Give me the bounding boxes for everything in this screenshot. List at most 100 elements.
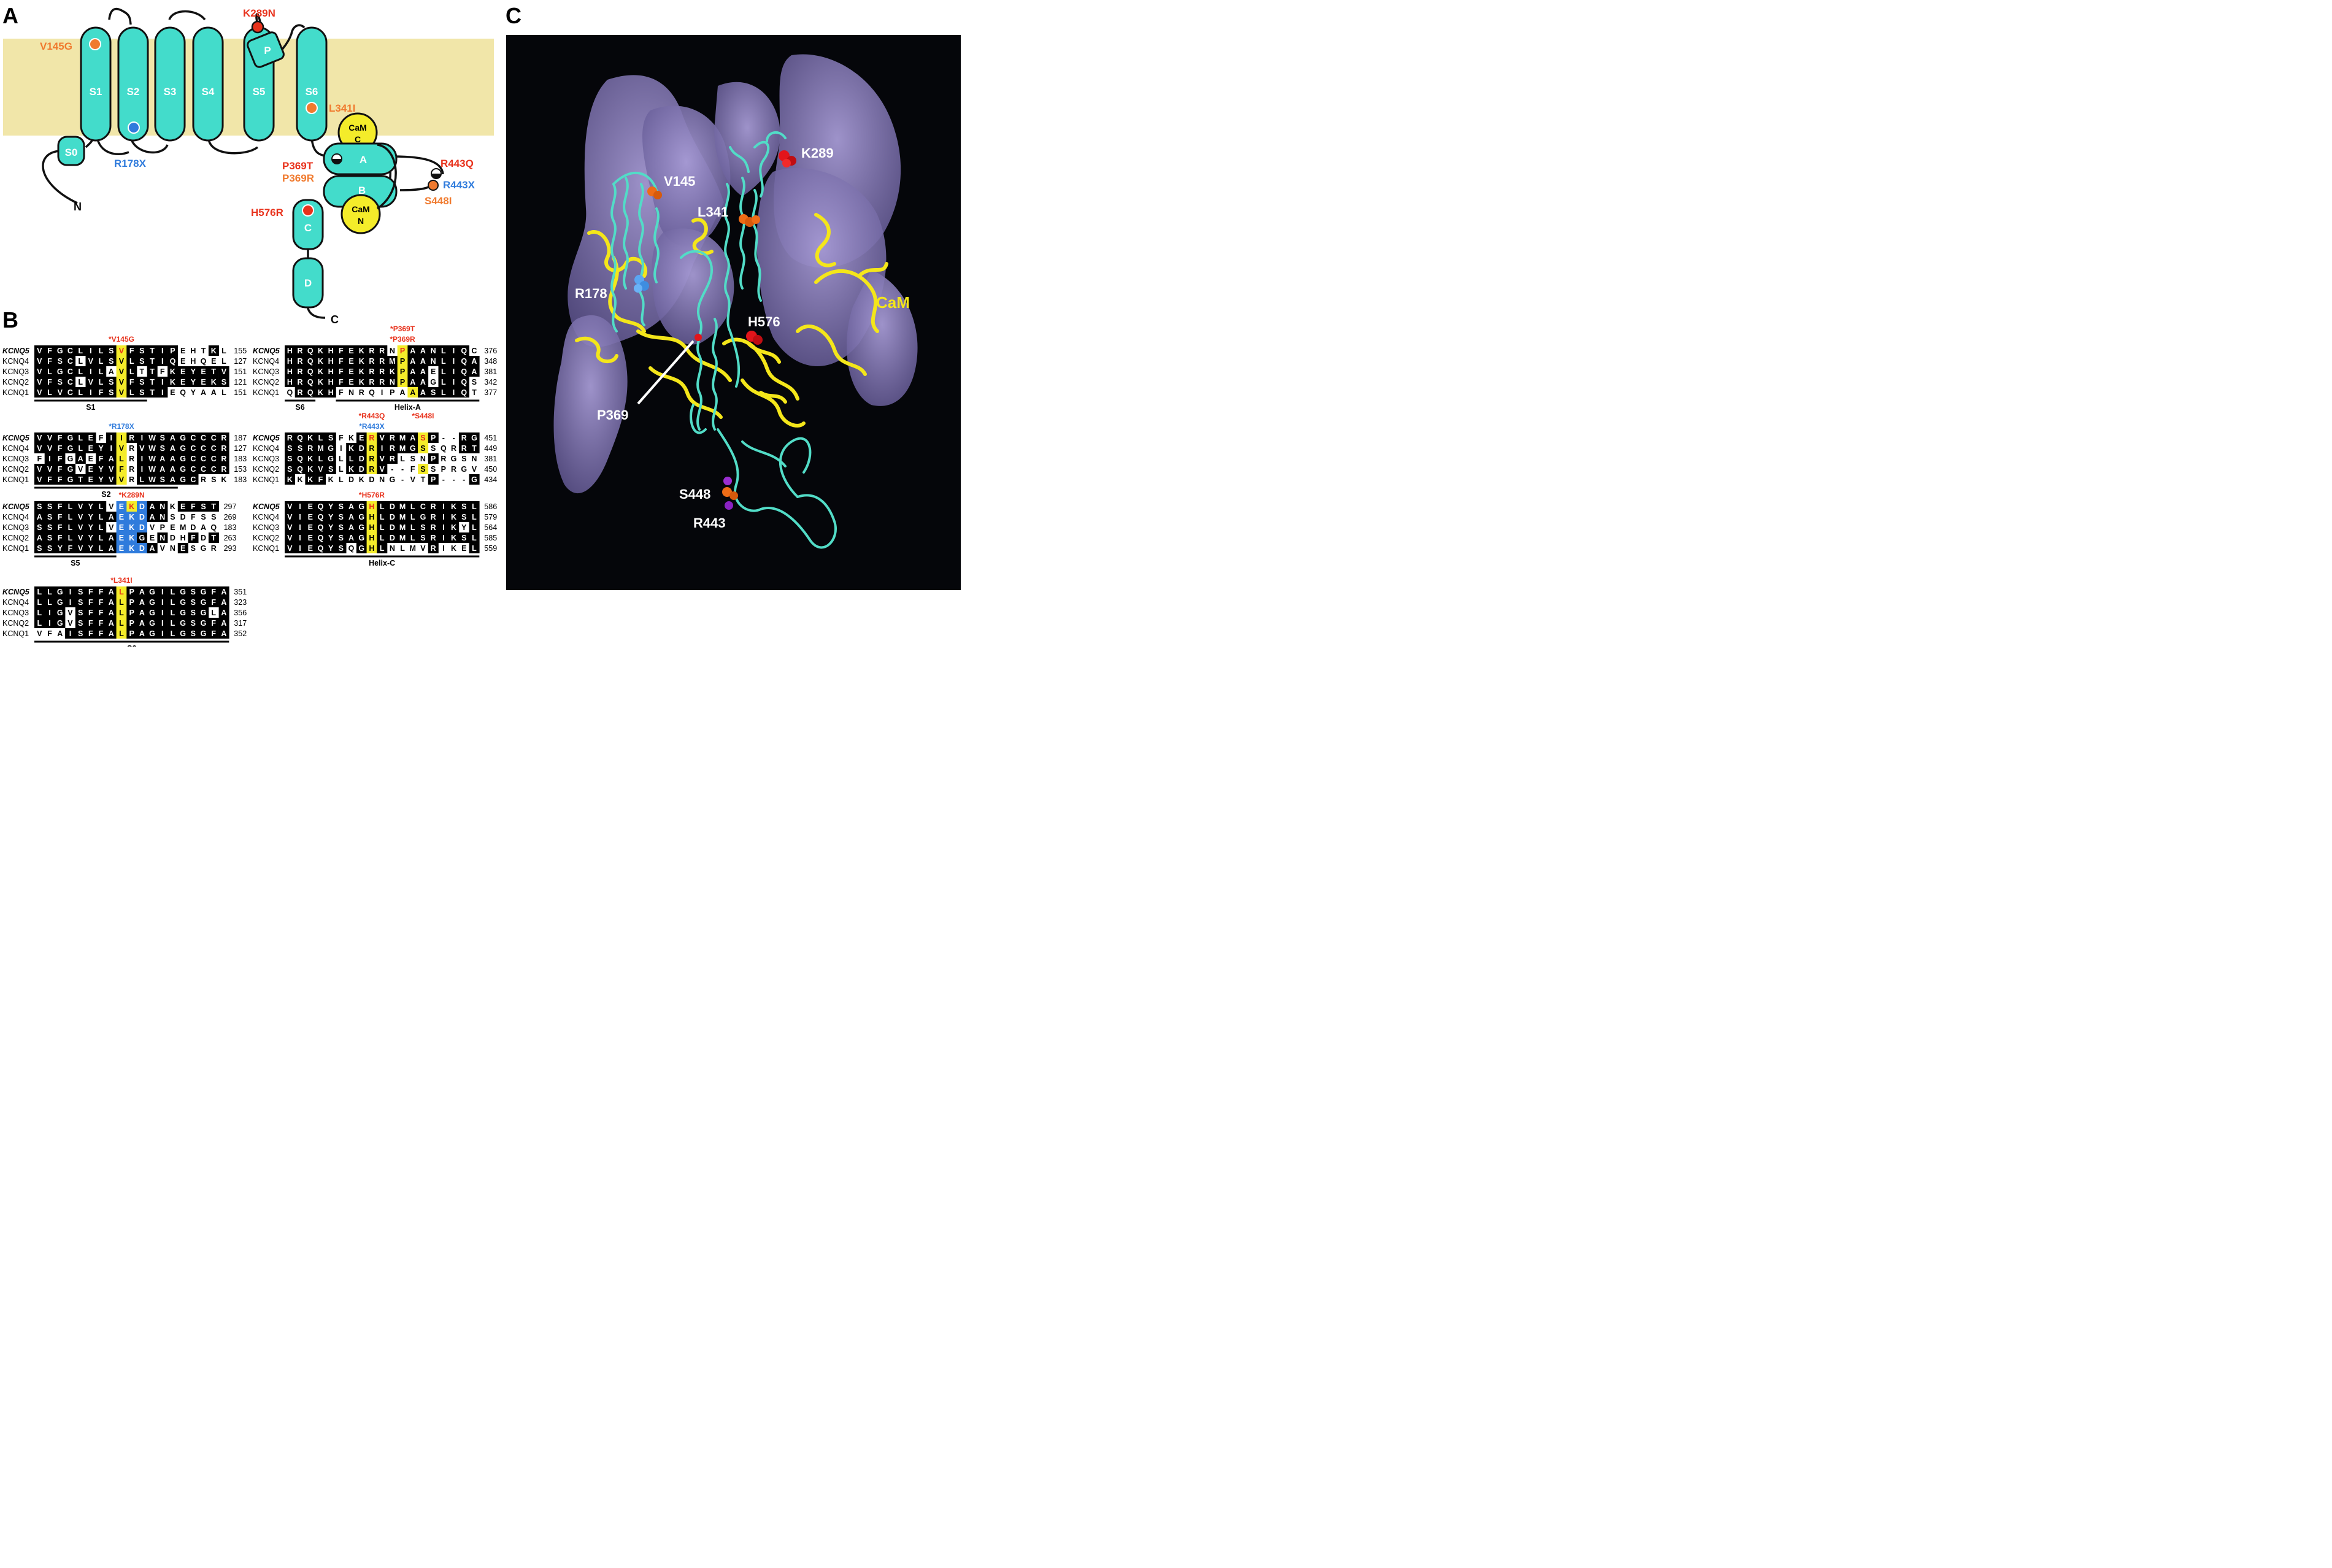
residue: S <box>287 444 292 453</box>
residue: S <box>431 444 436 453</box>
residue: A <box>201 388 206 397</box>
residue: L <box>99 378 104 386</box>
residue: G <box>410 444 416 453</box>
residue: L <box>140 475 145 484</box>
residue: A <box>170 465 175 474</box>
residue: E <box>308 523 313 532</box>
residue-cell <box>188 501 199 512</box>
residue: D <box>170 534 175 542</box>
residue-cell <box>137 387 147 398</box>
residue: K <box>359 367 364 376</box>
residue: M <box>399 523 406 532</box>
helix-s5-label: S5 <box>253 86 266 98</box>
residue: Y <box>98 465 104 474</box>
residue: Q <box>318 523 324 532</box>
residue: - <box>463 475 465 484</box>
residue: K <box>318 357 323 366</box>
residue: S <box>420 444 425 453</box>
segment-label: S6 <box>127 644 136 647</box>
residue-cell <box>65 474 76 485</box>
residue: G <box>180 598 186 607</box>
residue: E <box>348 378 353 386</box>
residue: E <box>88 465 93 474</box>
residue: F <box>211 598 216 607</box>
residue: E <box>180 357 185 366</box>
residue: Y <box>98 475 104 484</box>
residue: - <box>452 475 455 484</box>
cam-linker <box>377 144 397 210</box>
residue: L <box>47 588 52 596</box>
residue: I <box>453 357 455 366</box>
residue: C <box>67 357 73 366</box>
residue: A <box>78 455 83 463</box>
residue-cell <box>325 377 336 387</box>
residue: R <box>298 347 303 355</box>
helix-s2 <box>117 26 149 142</box>
residue: Y <box>88 544 94 553</box>
residue-cell <box>116 522 127 532</box>
residue: K <box>359 378 364 386</box>
residue-cell <box>428 387 439 398</box>
residue-cell <box>44 618 55 628</box>
residue: L <box>380 534 385 542</box>
residue: A <box>471 367 477 376</box>
residue: S <box>58 357 63 366</box>
residue-cell <box>208 345 219 356</box>
residue-cell <box>448 377 460 387</box>
residue: F <box>37 455 42 463</box>
residue-cell <box>85 387 96 398</box>
residue: G <box>57 367 63 376</box>
residue: V <box>139 444 145 453</box>
residue: P <box>160 523 165 532</box>
residue-cell <box>85 543 96 553</box>
residue: S <box>201 502 206 511</box>
panel-a-topology: A S0 <box>2 3 494 326</box>
residue-cell <box>315 356 326 366</box>
residue-cell <box>34 377 45 387</box>
residue: L <box>441 367 446 376</box>
residue: R <box>431 523 436 532</box>
residue: F <box>339 434 344 442</box>
residue-cell <box>377 453 388 464</box>
sequence-name: KCNQ4 <box>2 513 29 521</box>
residue-cell <box>356 453 367 464</box>
residue: K <box>359 347 364 355</box>
residue-cell <box>305 501 316 512</box>
residue: Q <box>287 388 293 397</box>
residue: S <box>287 465 292 474</box>
residue: V <box>287 523 293 532</box>
residue: S <box>78 588 83 596</box>
sequence-number: 151 <box>234 367 247 376</box>
residue-cell <box>208 443 219 453</box>
residue: V <box>47 465 53 474</box>
sequence-number: 450 <box>484 465 497 474</box>
label-cam: CaM <box>876 293 910 312</box>
residue: L <box>99 544 104 553</box>
residue-cell <box>96 501 107 512</box>
sequence-name: KCNQ3 <box>253 455 279 463</box>
residue: L <box>47 598 52 607</box>
residue: V <box>109 465 114 474</box>
residue: A <box>160 455 165 463</box>
residue-cell <box>294 501 306 512</box>
residue-cell <box>387 366 398 377</box>
mut-dot-l341i <box>306 102 318 114</box>
helix-s1 <box>80 26 112 142</box>
residue-cell <box>147 501 158 512</box>
residue: G <box>201 588 207 596</box>
residue: P <box>431 475 436 484</box>
residue: W <box>148 455 156 463</box>
residue: L <box>78 444 83 453</box>
residue-cell <box>55 522 66 532</box>
residue: F <box>339 357 344 366</box>
residue: G <box>358 513 364 521</box>
residue-cell <box>325 501 336 512</box>
residue-cell <box>126 586 137 597</box>
residue: E <box>180 544 185 553</box>
residue: G <box>201 544 207 553</box>
residue: S <box>37 523 42 532</box>
residue-cell <box>34 345 45 356</box>
residue: - <box>401 465 404 474</box>
residue: L <box>472 534 477 542</box>
